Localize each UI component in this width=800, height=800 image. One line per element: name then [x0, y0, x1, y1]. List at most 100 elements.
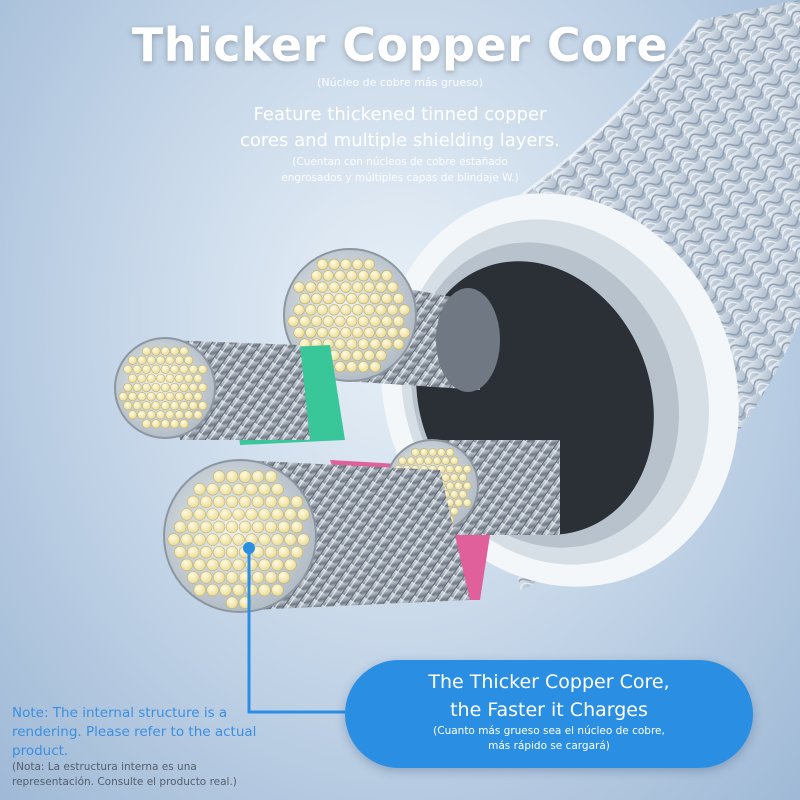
copper-strand — [225, 520, 239, 534]
note-line-1: Note: The internal structure is a — [12, 705, 228, 721]
copper-strand — [381, 270, 393, 282]
copper-strand — [170, 401, 180, 411]
copper-strand — [322, 315, 334, 327]
copper-strand — [232, 558, 245, 572]
copper-strand — [132, 382, 142, 393]
callout-es-line-2: más rápido se cargará) — [488, 740, 610, 752]
copper-strand — [334, 270, 346, 282]
copper-strand — [193, 533, 206, 546]
copper-strand — [369, 315, 381, 327]
copper-strand — [258, 558, 271, 572]
copper-strand — [284, 533, 297, 546]
copper-strand — [245, 482, 258, 496]
copper-strand — [180, 533, 193, 546]
copper-strand — [225, 571, 239, 584]
copper-strand — [316, 258, 329, 271]
copper-strand — [346, 338, 358, 350]
copper-strand — [287, 315, 299, 327]
copper-strand — [123, 382, 133, 393]
copper-strand — [398, 456, 407, 466]
copper-strand — [328, 258, 340, 271]
copper-strand — [445, 448, 455, 457]
callout-connector — [243, 542, 345, 714]
page-title: Thicker Copper Core — [131, 18, 669, 72]
copper-strand — [219, 583, 232, 597]
copper-strand — [392, 292, 405, 305]
copper-strand — [363, 281, 375, 293]
feature-line-2: cores and multiple shielding layers. — [239, 130, 560, 151]
copper-strand — [293, 304, 305, 316]
copper-strand — [264, 571, 278, 584]
copper-strand — [293, 281, 305, 293]
copper-strand — [328, 304, 340, 316]
copper-strand — [232, 533, 245, 546]
feature-description-translation: (Cuentan con núcleos de cobre estañado e… — [230, 154, 570, 186]
copper-strand — [251, 571, 265, 584]
copper-strand — [264, 520, 278, 534]
copper-strand — [212, 495, 226, 509]
copper-strand — [146, 392, 156, 402]
copper-strand — [193, 410, 203, 420]
copper-strand — [277, 520, 291, 534]
copper-strand — [137, 392, 147, 402]
copper-strand — [184, 373, 194, 383]
copper-strand — [232, 508, 245, 521]
copper-strand — [258, 533, 271, 546]
copper-strand — [346, 270, 358, 282]
copper-strand — [316, 281, 329, 293]
copper-strand — [151, 346, 161, 356]
copper-strand — [271, 508, 284, 521]
note-line-3: product. — [12, 743, 69, 759]
copper-strand — [369, 338, 381, 350]
copper-strand — [305, 281, 317, 293]
copper-strand — [127, 355, 138, 365]
note-es-line-1: (Nota: La estructura interna es una — [12, 761, 197, 773]
copper-strand — [232, 482, 245, 496]
copper-strand — [340, 326, 352, 339]
copper-strand — [132, 401, 142, 411]
copper-strand — [206, 583, 219, 597]
copper-strand — [351, 304, 364, 316]
copper-strand — [132, 364, 142, 374]
copper-strand — [264, 470, 278, 483]
copper-strand — [387, 281, 399, 293]
copper-strand — [156, 373, 166, 383]
disclaimer-note-translation: (Nota: La estructura interna es una repr… — [12, 760, 312, 790]
feature-description: Feature thickened tinned copper cores an… — [200, 102, 600, 154]
copper-strand — [179, 346, 189, 356]
copper-strand — [363, 349, 375, 362]
copper-strand — [398, 304, 410, 316]
copper-strand — [141, 364, 152, 374]
copper-strand — [310, 315, 323, 327]
feature-es-line-2: engrosados y múltiples capas de blindaje… — [281, 172, 519, 184]
copper-strand — [127, 410, 138, 420]
copper-strand — [238, 495, 252, 509]
copper-strand — [271, 482, 284, 496]
copper-strand — [199, 520, 213, 534]
copper-strand — [206, 533, 219, 546]
copper-strand — [310, 292, 323, 305]
copper-strand — [123, 364, 133, 374]
copper-strand — [206, 508, 219, 521]
copper-strand — [346, 292, 358, 305]
copper-strand — [238, 470, 252, 483]
copper-strand — [271, 558, 284, 572]
copper-strand — [245, 558, 258, 572]
copper-strand — [141, 346, 152, 356]
copper-strand — [219, 482, 232, 496]
callout-line-1: The Thicker Copper Core, — [428, 671, 670, 693]
copper-strand — [188, 401, 198, 411]
copper-strand — [160, 364, 170, 374]
copper-strand — [351, 349, 364, 362]
copper-strand — [198, 364, 208, 374]
copper-strand — [290, 520, 304, 534]
copper-strand — [357, 361, 370, 373]
copper-strand — [193, 508, 206, 521]
copper-strand — [160, 419, 170, 429]
copper-strand — [186, 495, 200, 509]
copper-strand — [357, 315, 370, 327]
copper-strand — [141, 419, 152, 429]
page-title-translation: (Núcleo de cobre más grueso) — [317, 76, 483, 89]
copper-strand — [156, 410, 166, 420]
